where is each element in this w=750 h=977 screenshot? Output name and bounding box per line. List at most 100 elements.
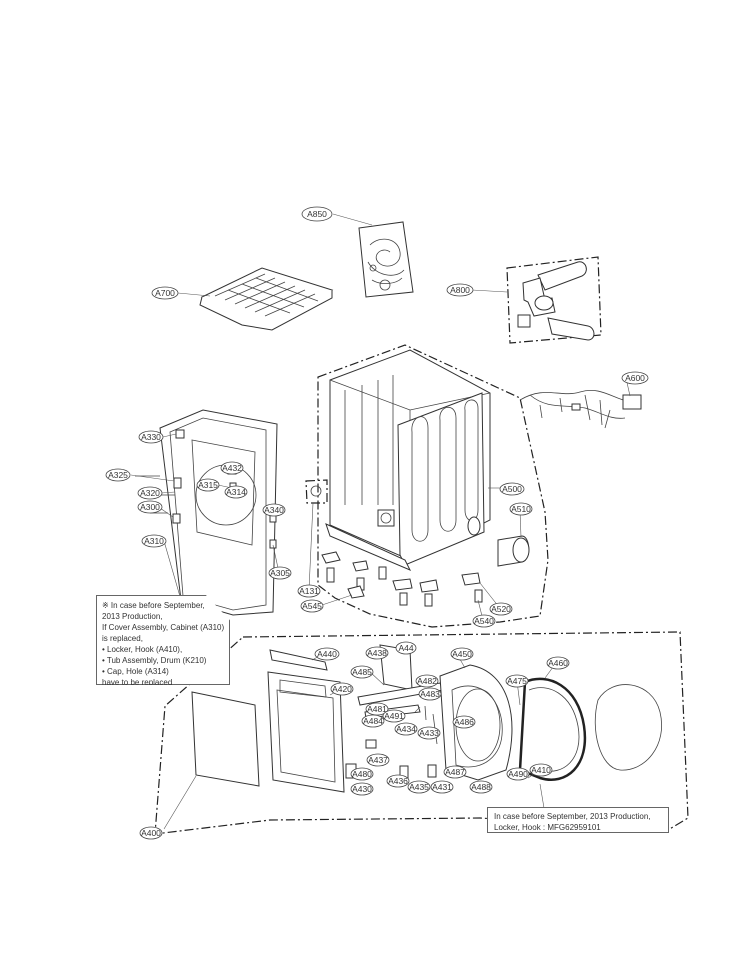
svg-text:A700: A700 <box>155 288 175 298</box>
exhaust-duct-a510 <box>497 535 530 567</box>
note-left-line: • Tub Assembly, Drum (K210) <box>102 656 207 665</box>
label-a600: A600 <box>621 371 649 385</box>
svg-text:A481: A481 <box>367 704 387 714</box>
drying-rack-a700 <box>199 267 334 331</box>
note-right: In case before September, 2013 Productio… <box>487 807 669 833</box>
note-left-line: If Cover Assembly, Cabinet (A310) <box>102 623 225 632</box>
label-a314: A314 <box>224 485 248 499</box>
svg-text:A434: A434 <box>396 724 416 734</box>
svg-text:A430: A430 <box>352 784 372 794</box>
duct-kit-a800 <box>506 256 602 344</box>
label-a450: A450 <box>450 647 474 661</box>
label-a520: A520 <box>489 602 513 616</box>
note-left-line: have to be replaced <box>102 678 173 687</box>
svg-text:A44: A44 <box>398 643 413 653</box>
label-a315: A315 <box>196 478 220 492</box>
label-a310: A310 <box>141 534 167 548</box>
svg-text:A314: A314 <box>226 487 246 497</box>
label-a400: A400 <box>139 826 163 840</box>
note-left: ※ In case before September, 2013 Product… <box>96 595 230 685</box>
label-a490: A490 <box>506 767 530 781</box>
note-left-line: • Locker, Hook (A410), <box>102 645 183 654</box>
label-a434: A434 <box>394 722 418 736</box>
svg-text:A436: A436 <box>388 776 408 786</box>
wire-harness-a600 <box>519 390 642 429</box>
door-group-outline <box>154 631 689 835</box>
svg-text:A410: A410 <box>531 765 551 775</box>
label-a484: A484 <box>361 714 385 728</box>
svg-text:A800: A800 <box>450 285 470 295</box>
label-a330: A330 <box>138 430 164 444</box>
door-inner-ring-a450 <box>439 664 513 781</box>
label-a305: A305 <box>268 566 292 580</box>
svg-text:A420: A420 <box>332 684 352 694</box>
label-a435: A435 <box>407 780 431 794</box>
label-a482: A482 <box>415 674 439 688</box>
label-a483: A483 <box>418 687 442 701</box>
svg-text:A510: A510 <box>511 504 531 514</box>
note-right-line: In case before September, 2013 Productio… <box>494 812 651 821</box>
label-a800: A800 <box>446 283 474 297</box>
label-a320: A320 <box>137 486 163 500</box>
label-a410: A410 <box>529 763 553 777</box>
svg-text:A600: A600 <box>625 373 645 383</box>
label-a420: A420 <box>330 682 354 696</box>
label-a431: A431 <box>430 780 454 794</box>
svg-text:A500: A500 <box>502 484 522 494</box>
svg-text:A460: A460 <box>548 658 568 668</box>
label-a432: A432 <box>220 461 244 475</box>
svg-text:A540: A540 <box>474 616 494 626</box>
svg-text:A432: A432 <box>222 463 242 473</box>
svg-text:A491: A491 <box>384 711 404 721</box>
label-a540: A540 <box>472 614 496 628</box>
svg-text:A488: A488 <box>471 782 491 792</box>
label-a438: A438 <box>365 646 389 660</box>
door-panel-a400 <box>191 691 260 787</box>
label-a440: A440 <box>314 647 340 661</box>
svg-text:A482: A482 <box>417 676 437 686</box>
label-a850: A850 <box>301 206 333 222</box>
svg-text:A340: A340 <box>264 505 284 515</box>
svg-text:A450: A450 <box>452 649 472 659</box>
svg-text:A487: A487 <box>445 767 465 777</box>
label-a300: A300 <box>137 500 163 514</box>
svg-text:A545: A545 <box>302 601 322 611</box>
label-a700: A700 <box>151 286 179 300</box>
label-a500: A500 <box>499 482 525 496</box>
label-a436: A436 <box>386 774 410 788</box>
label-a485: A485 <box>350 665 374 679</box>
parts-bag-a850 <box>358 221 414 298</box>
label-a491: A491 <box>382 709 406 723</box>
svg-text:A330: A330 <box>141 432 161 442</box>
note-right-line: Locker, Hook : MFG62959101 <box>494 823 601 832</box>
svg-text:A310: A310 <box>144 536 164 546</box>
label-a480: A480 <box>350 767 374 781</box>
label-a433: A433 <box>417 726 441 740</box>
note-left-line: 2013 Production, <box>102 612 163 621</box>
svg-text:A850: A850 <box>307 209 327 219</box>
svg-text:A320: A320 <box>140 488 160 498</box>
label-a44: A44 <box>395 641 417 655</box>
svg-text:A486: A486 <box>454 717 474 727</box>
cabinet-a500 <box>325 349 491 571</box>
label-a486: A486 <box>452 715 476 729</box>
svg-text:A520: A520 <box>491 604 511 614</box>
svg-text:A475: A475 <box>507 676 527 686</box>
note-left-line: • Cap, Hole (A314) <box>102 667 169 676</box>
label-a488: A488 <box>469 780 493 794</box>
svg-text:A484: A484 <box>363 716 383 726</box>
label-a131: A131 <box>297 584 321 598</box>
cabinet-group-outline <box>317 344 549 628</box>
note-left-line: ※ In case before September, <box>102 601 205 610</box>
svg-text:A438: A438 <box>367 648 387 658</box>
label-a437: A437 <box>366 753 390 767</box>
svg-text:A433: A433 <box>419 728 439 738</box>
label-a545: A545 <box>300 599 324 613</box>
svg-text:A315: A315 <box>198 480 218 490</box>
door-glass <box>594 684 662 771</box>
svg-text:A325: A325 <box>108 470 128 480</box>
label-a487: A487 <box>443 765 467 779</box>
note-left-line: is replaced, <box>102 634 143 643</box>
svg-text:A483: A483 <box>420 689 440 699</box>
